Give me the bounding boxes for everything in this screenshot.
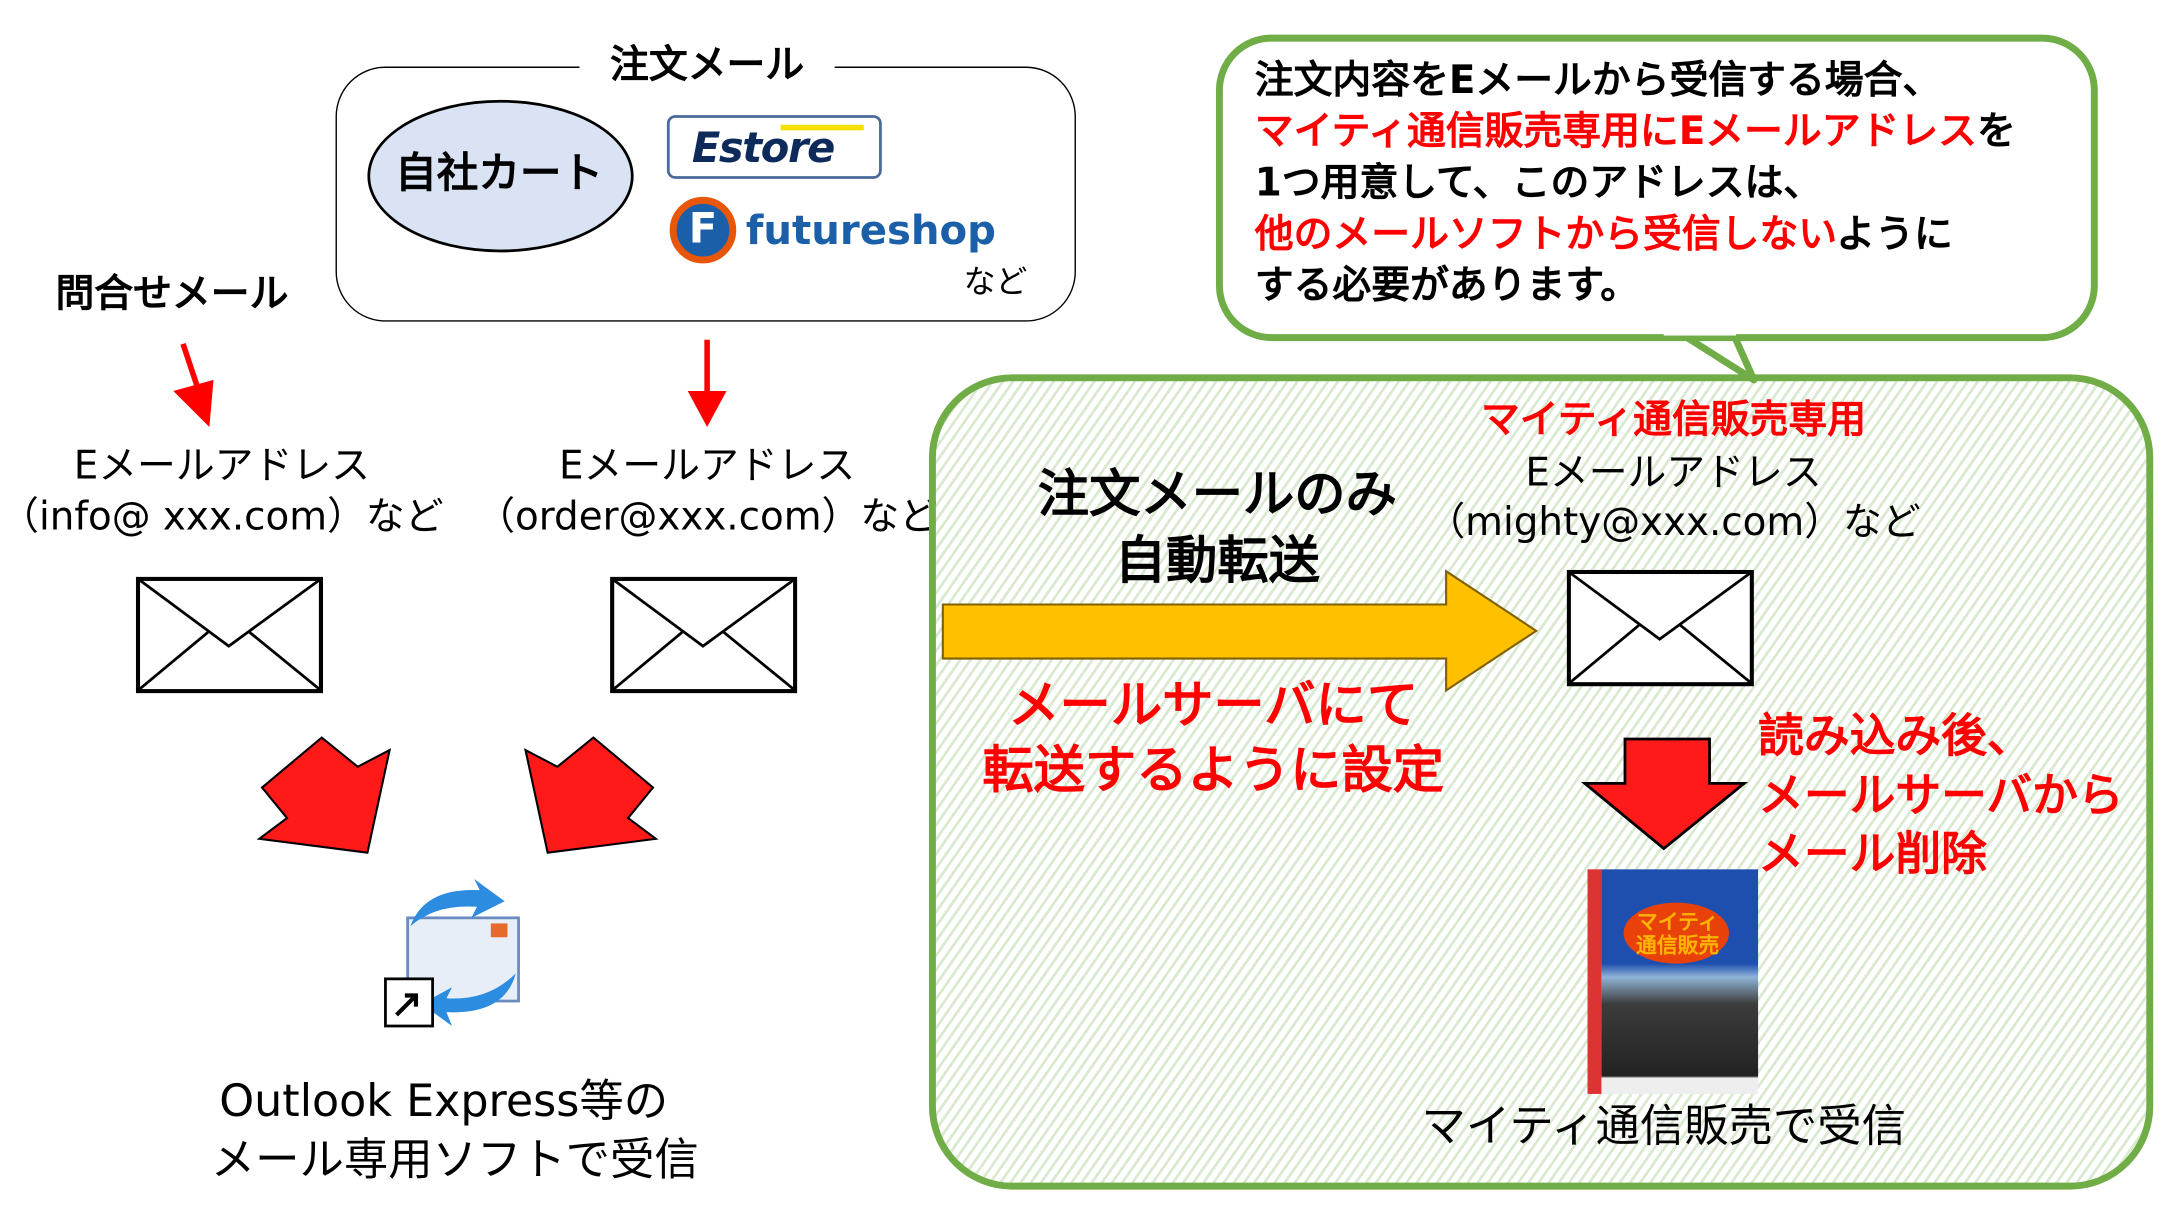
callout-line4-red: 他のメールソフトから受信しない [1254,210,1837,257]
order-mail-etc: など [963,264,1028,301]
inquiry-mail-title: 問合せメール [55,270,289,317]
callout-line3: 1つ用意して、このアドレスは、 [1254,159,1823,206]
after-read-line1: 読み込み後、 [1758,708,2033,763]
red-arrow-left-icon [173,342,214,428]
forward-note1: メールサーバにて [1008,675,1419,735]
left-address-line2: （info@ xxx.com）など [0,493,444,540]
middle-address-line1: Eメールアドレス [558,442,856,489]
product-box-image: マイティ通信販売 [1587,869,1759,1094]
callout-line2-black: を [1976,108,2016,154]
envelope-icon [610,576,798,694]
outlook-caption-line1: Outlook Express等の [219,1074,669,1128]
envelope-icon [135,576,324,694]
forward-line2: 自動転送 [1114,531,1320,591]
outlook-caption-line2: メール専用ソフトで受信 [210,1132,699,1186]
own-cart-ellipse [367,99,634,253]
outlook-express-icon [384,879,520,1028]
estore-logo: Estore [666,115,882,179]
mighty-address-line2: （mighty@xxx.com）など [1426,499,1921,545]
product-caption: マイティ通信販売で受信 [1421,1099,1907,1153]
big-arrow-right-icon [523,736,659,854]
mighty-address-title: マイティ通信販売専用 [1480,396,1867,443]
callout-line4: 他のメールソフトから受信しないように [1255,214,1953,254]
after-read-line2: メールサーバから [1758,768,2124,823]
forward-line1: 注文メールのみ [1037,464,1397,525]
red-arrow-middle-icon [687,339,727,428]
callout-line2: マイティ通信販売専用にEメールアドレスを [1255,112,2016,151]
big-arrow-left-icon [256,736,392,854]
callout-line2-red: マイティ通信販売専用にEメールアドレス [1254,108,1977,154]
callout-line5: する必要があります。 [1254,262,1640,308]
mighty-address-line1: Eメールアドレス [1525,449,1822,495]
middle-address-line2: （order@xxx.com）など [476,493,939,540]
order-mail-title: 注文メール [579,45,835,85]
callout-line1: 注文内容をEメールから受信する場合、 [1254,56,1942,103]
forward-note2: 転送するように設定 [982,740,1445,801]
mighty-panel [928,374,2154,1190]
futureshop-logo: futureshop [745,206,996,254]
own-cart-label: 自社カート [395,149,604,199]
callout-line4-black: ように [1836,210,1953,257]
futureshop-f-icon: F [669,196,737,264]
delete-down-arrow-icon [1580,737,1749,851]
callout-box [1215,34,2098,342]
after-read-line3: メール削除 [1758,826,1987,881]
envelope-icon [1566,569,1754,687]
left-address-line1: Eメールアドレス [73,442,370,489]
